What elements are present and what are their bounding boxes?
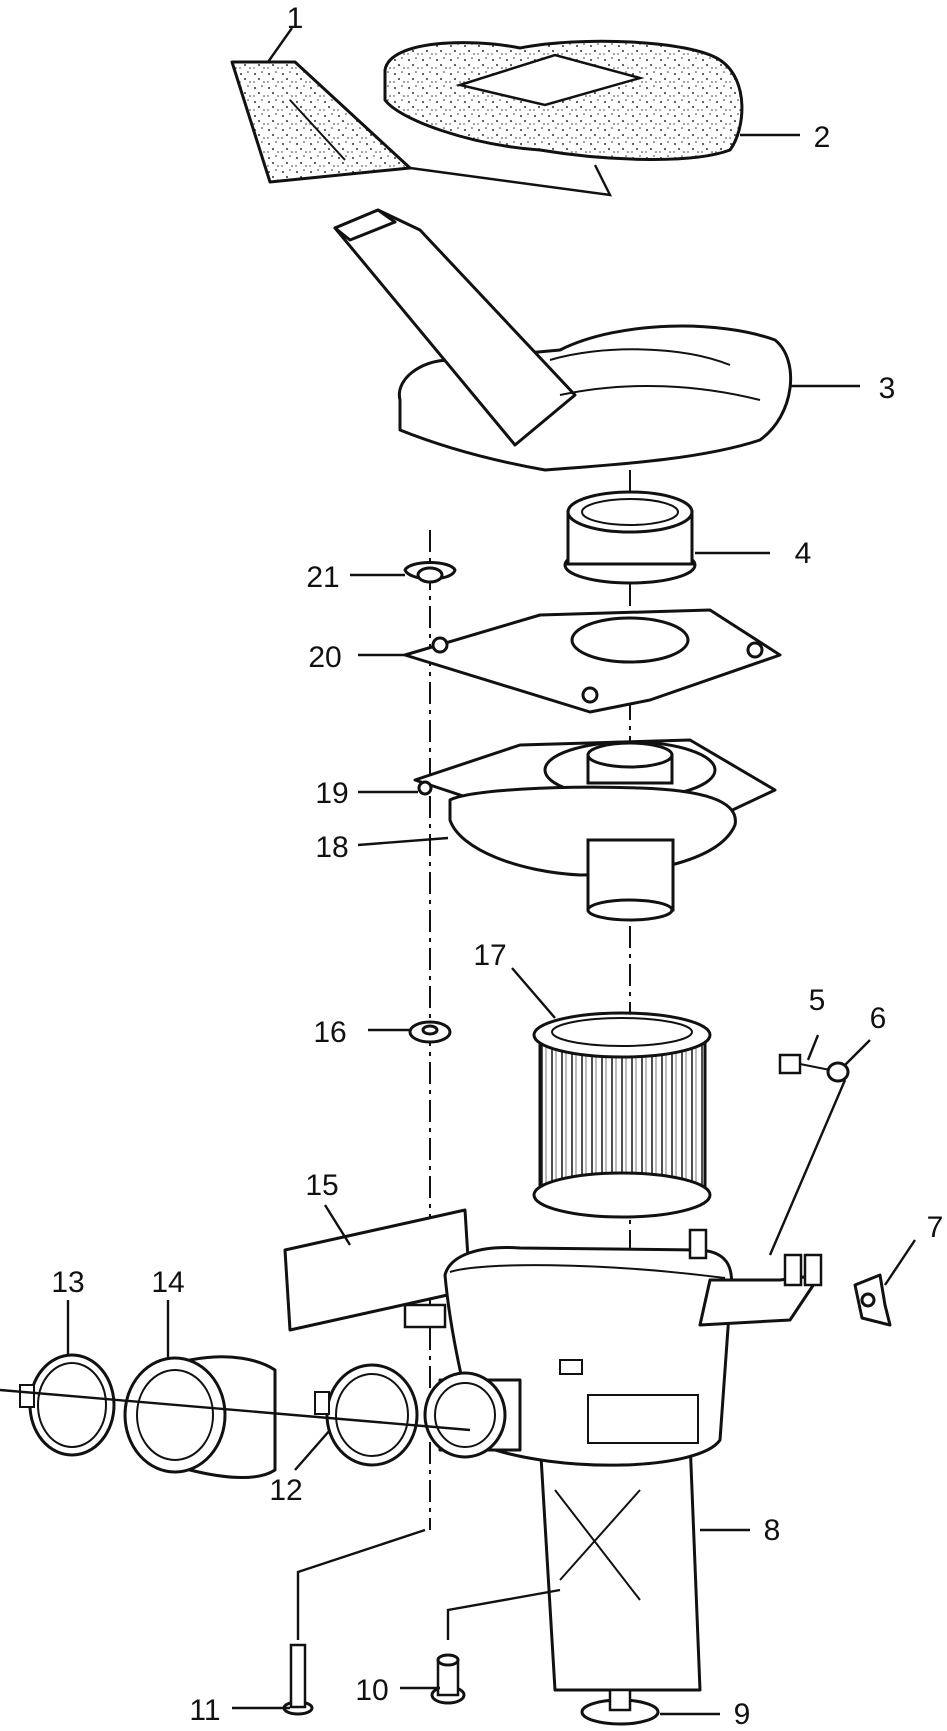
leader-5 xyxy=(806,1034,820,1061)
lid-outlet-tube xyxy=(586,838,675,922)
inlet-alignment-line xyxy=(0,1388,471,1432)
callout-20: 20 xyxy=(308,641,341,674)
leader-15 xyxy=(323,1204,352,1246)
callout-13: 13 xyxy=(51,1266,84,1299)
part-5-bolt xyxy=(778,1053,831,1075)
leader-7 xyxy=(884,1239,916,1286)
leader-17 xyxy=(511,967,556,1019)
callout-4: 4 xyxy=(795,537,812,570)
callout-7: 7 xyxy=(927,1211,944,1244)
housing-inlet xyxy=(423,1371,522,1459)
part-11-alignment-line xyxy=(296,1528,426,1640)
callout-1: 1 xyxy=(287,2,304,35)
part-21-wing-nut xyxy=(403,561,457,584)
callout-21: 21 xyxy=(306,561,339,594)
part-4-coupler xyxy=(563,490,697,585)
leader-12 xyxy=(294,1429,331,1471)
callout-10: 10 xyxy=(355,1674,388,1707)
part-13-clamp xyxy=(19,1353,116,1457)
part-8-housing-body xyxy=(443,1245,734,1692)
part-7-clip xyxy=(853,1273,892,1327)
callout-19: 19 xyxy=(315,777,348,810)
callout-6: 6 xyxy=(870,1002,887,1035)
part-12-clamp xyxy=(314,1363,419,1467)
part-16-nut xyxy=(408,1020,452,1044)
part-9-drain-cap xyxy=(580,1688,660,1726)
housing-left-tab xyxy=(403,1303,447,1329)
part-2-foam-ring xyxy=(383,39,744,161)
callout-17: 17 xyxy=(473,939,506,972)
callout-3: 3 xyxy=(879,372,896,405)
housing-right-tabs xyxy=(688,1228,823,1327)
part-1-foam-pad xyxy=(230,60,412,184)
part-14-intake-duct xyxy=(123,1355,277,1479)
callout-15: 15 xyxy=(305,1169,338,1202)
leader-18 xyxy=(357,836,449,847)
part-20-top-plate xyxy=(403,608,782,714)
part-1-2-alignment-line xyxy=(409,164,613,197)
callout-16: 16 xyxy=(313,1016,346,1049)
callout-9: 9 xyxy=(734,1698,751,1731)
callout-11: 11 xyxy=(189,1694,220,1727)
callout-8: 8 xyxy=(764,1514,781,1547)
part-10-drain-fitting xyxy=(430,1653,466,1705)
leader-6 xyxy=(844,1039,871,1066)
callout-18: 18 xyxy=(315,831,348,864)
part-3-intake-cover xyxy=(333,208,793,472)
callout-2: 2 xyxy=(814,121,831,154)
part-6-washer xyxy=(826,1061,850,1083)
leader-1 xyxy=(267,27,293,63)
callout-12: 12 xyxy=(269,1474,302,1507)
part-5-6-alignment-line xyxy=(768,1079,847,1256)
part-11-bolt xyxy=(282,1643,314,1716)
callout-14: 14 xyxy=(151,1266,184,1299)
part-10-alignment-line xyxy=(446,1588,561,1640)
callout-5: 5 xyxy=(809,984,826,1017)
part-17-air-filter xyxy=(532,1011,712,1219)
